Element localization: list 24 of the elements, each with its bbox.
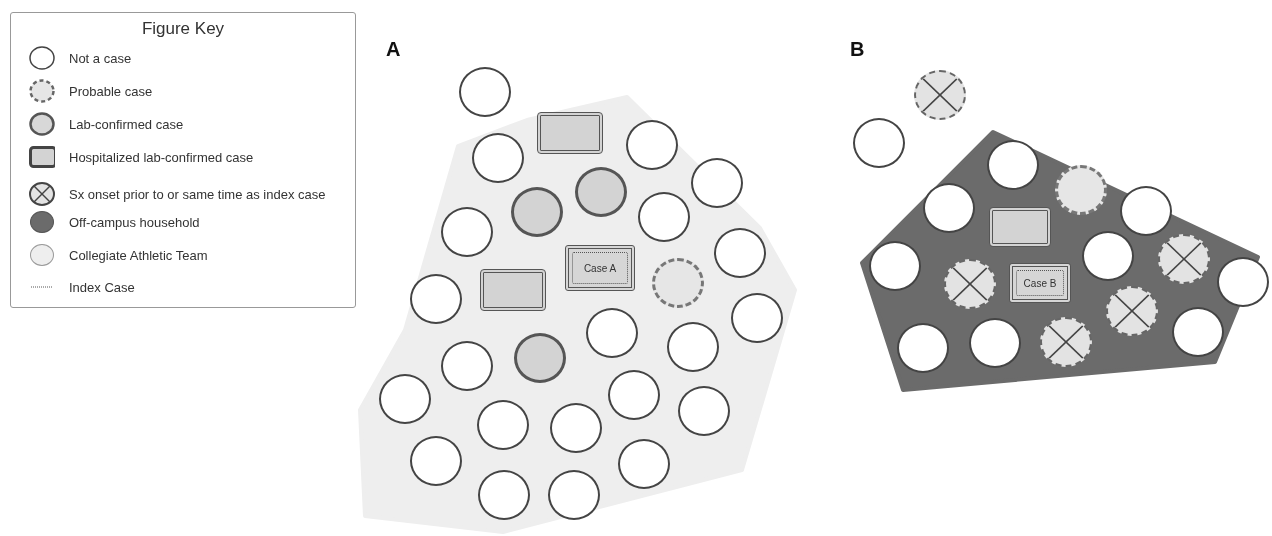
person-circle: [459, 67, 511, 117]
case-label: Case A: [583, 262, 617, 274]
hospitalized-case-box: [480, 269, 546, 311]
panel-letter: A: [386, 38, 401, 61]
legend-label: Off-campus household: [69, 214, 200, 230]
index-case-box: [1009, 263, 1071, 303]
panel-letter: B: [850, 38, 865, 61]
legend-title: Figure Key: [141, 19, 225, 39]
index-case-box: [565, 245, 635, 291]
person-circle: [691, 158, 743, 208]
legend-label: Probable case: [69, 83, 153, 99]
legend-label: Index Case: [69, 279, 135, 295]
case-label: Case B: [1023, 277, 1057, 289]
hospitalized-case-box: [537, 112, 603, 154]
legend-label: Not a case: [69, 50, 132, 66]
legend-label: Collegiate Athletic Team: [69, 247, 208, 263]
early-onset-case-circle: [914, 70, 966, 120]
legend-label: Sx onset prior to or same time as index case: [69, 186, 326, 202]
person-circle: [853, 118, 905, 168]
legend-label: Lab-confirmed case: [69, 116, 184, 132]
team-area: [358, 94, 798, 536]
hospitalized-case-box: [989, 207, 1051, 247]
legend-label: Hospitalized lab-confirmed case: [69, 149, 254, 165]
household-area: [858, 128, 1262, 394]
